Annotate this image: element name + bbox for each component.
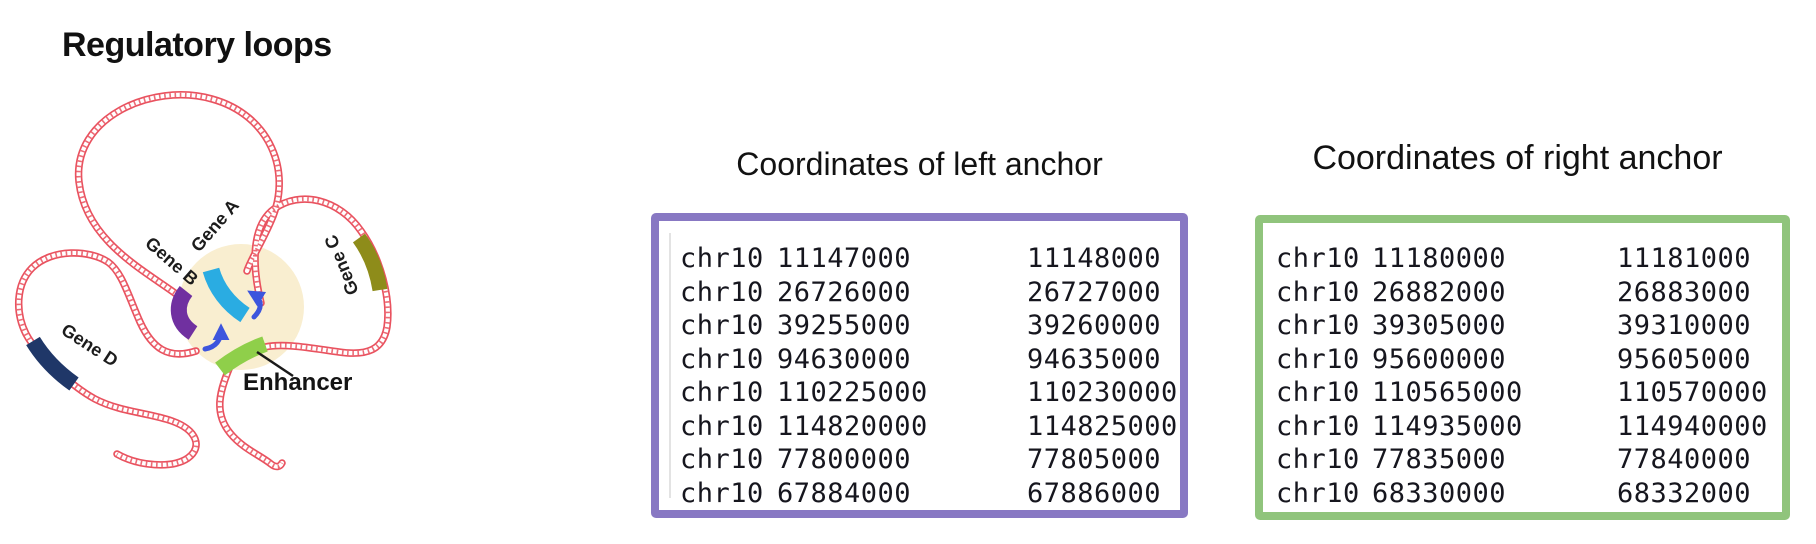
end-cell: 77840000 (1617, 444, 1752, 475)
gene-d-label: Gene D (58, 320, 122, 371)
table-row: chr10 39305000 39310000 (1276, 309, 1782, 343)
start-cell: 95600000 (1372, 343, 1507, 375)
chrom-cell: chr10 (1276, 410, 1360, 442)
start-cell: 26882000 (1372, 276, 1507, 308)
table-row: chr10 67884000 67886000 (680, 477, 1180, 511)
chrom-cell: chr10 (1276, 276, 1360, 308)
end-cell: 114825000 (1027, 410, 1178, 442)
start-cell: 39255000 (777, 310, 912, 341)
left-anchor-title: Coordinates of left anchor (736, 146, 1103, 182)
end-cell: 67886000 (1027, 477, 1162, 509)
figure-title: Regulatory loops (62, 26, 332, 64)
table-row: chr10 77835000 77840000 (1276, 443, 1782, 477)
chrom-cell: chr10 (1276, 343, 1360, 375)
chrom-cell: chr10 (680, 343, 764, 375)
start-cell: 110225000 (777, 377, 928, 408)
start-cell: 68330000 (1372, 477, 1507, 509)
table-row: chr10 11147000 11148000 (680, 242, 1180, 276)
table-row: chr10 11180000 11181000 (1276, 242, 1782, 276)
chrom-cell: chr10 (1276, 377, 1360, 408)
chrom-cell: chr10 (680, 276, 764, 308)
start-cell: 114820000 (777, 410, 928, 442)
enhancer-pointer-line (256, 350, 294, 378)
end-cell: 95605000 (1617, 343, 1752, 375)
table-row: chr10 39255000 39260000 (680, 309, 1180, 343)
end-cell: 94635000 (1027, 343, 1162, 375)
chrom-cell: chr10 (1276, 310, 1360, 341)
chrom-cell: chr10 (1276, 477, 1360, 509)
chrom-cell: chr10 (680, 243, 764, 274)
gene-c-segment (352, 233, 388, 292)
chrom-cell: chr10 (680, 410, 764, 442)
table-row: chr10 114935000 114940000 (1276, 410, 1782, 444)
table-row: chr10 94630000 94635000 (680, 343, 1180, 377)
enhancer-label: Enhancer (243, 369, 352, 396)
table-row: chr10 26726000 26727000 (680, 276, 1180, 310)
chrom-cell: chr10 (680, 377, 764, 408)
transcription-arrow-icon (247, 290, 267, 320)
table-row: chr10 114820000 114825000 (680, 410, 1180, 444)
end-cell: 26727000 (1027, 276, 1162, 308)
end-cell: 11181000 (1617, 243, 1752, 274)
start-cell: 77835000 (1372, 444, 1507, 475)
table-row: chr10 110565000 110570000 (1276, 376, 1782, 410)
end-cell: 39260000 (1027, 310, 1162, 341)
right-anchor-title: Coordinates of right anchor (1312, 139, 1723, 177)
start-cell: 77800000 (777, 444, 912, 475)
table-edge-line (669, 233, 671, 498)
end-cell: 110570000 (1617, 377, 1768, 408)
left-anchor-table: chr10 11147000 11148000 chr10 26726000 26727… (651, 213, 1188, 518)
end-cell: 11148000 (1027, 243, 1162, 274)
gene-b-segment (170, 286, 198, 340)
end-cell: 39310000 (1617, 310, 1752, 341)
chrom-cell: chr10 (1276, 243, 1360, 274)
start-cell: 26726000 (777, 276, 912, 308)
gene-d-segment (26, 336, 79, 391)
start-cell: 67884000 (777, 477, 912, 509)
end-cell: 114940000 (1617, 410, 1768, 442)
right-anchor-table: chr10 11180000 11181000 chr10 26882000 26883… (1255, 215, 1790, 520)
transcription-arrow-icon (202, 323, 230, 352)
end-cell: 77805000 (1027, 444, 1162, 475)
gene-a-segment (202, 267, 250, 323)
right-anchor-rows: chr10 11180000 11181000 chr10 26882000 26883… (1263, 223, 1782, 512)
table-row: chr10 77800000 77805000 (680, 443, 1180, 477)
regulatory-loops-diagram: Gene A Gene B Gene C Gene D Enhancer (0, 78, 470, 528)
start-cell: 11147000 (777, 243, 912, 274)
start-cell: 114935000 (1372, 410, 1523, 442)
table-row: chr10 95600000 95605000 (1276, 343, 1782, 377)
chrom-cell: chr10 (680, 477, 764, 509)
enhancer-segment (215, 336, 268, 376)
start-cell: 94630000 (777, 343, 912, 375)
left-anchor-rows: chr10 11147000 11148000 chr10 26726000 26727… (659, 221, 1180, 510)
start-cell: 11180000 (1372, 243, 1507, 274)
start-cell: 110565000 (1372, 377, 1523, 408)
chrom-cell: chr10 (680, 444, 764, 475)
start-cell: 39305000 (1372, 310, 1507, 341)
table-row: chr10 68330000 68332000 (1276, 477, 1782, 511)
end-cell: 26883000 (1617, 276, 1752, 308)
end-cell: 68332000 (1617, 477, 1752, 509)
chrom-cell: chr10 (1276, 444, 1360, 475)
end-cell: 110230000 (1027, 377, 1178, 408)
table-row: chr10 26882000 26883000 (1276, 276, 1782, 310)
chrom-cell: chr10 (680, 310, 764, 341)
table-row: chr10 110225000 110230000 (680, 376, 1180, 410)
